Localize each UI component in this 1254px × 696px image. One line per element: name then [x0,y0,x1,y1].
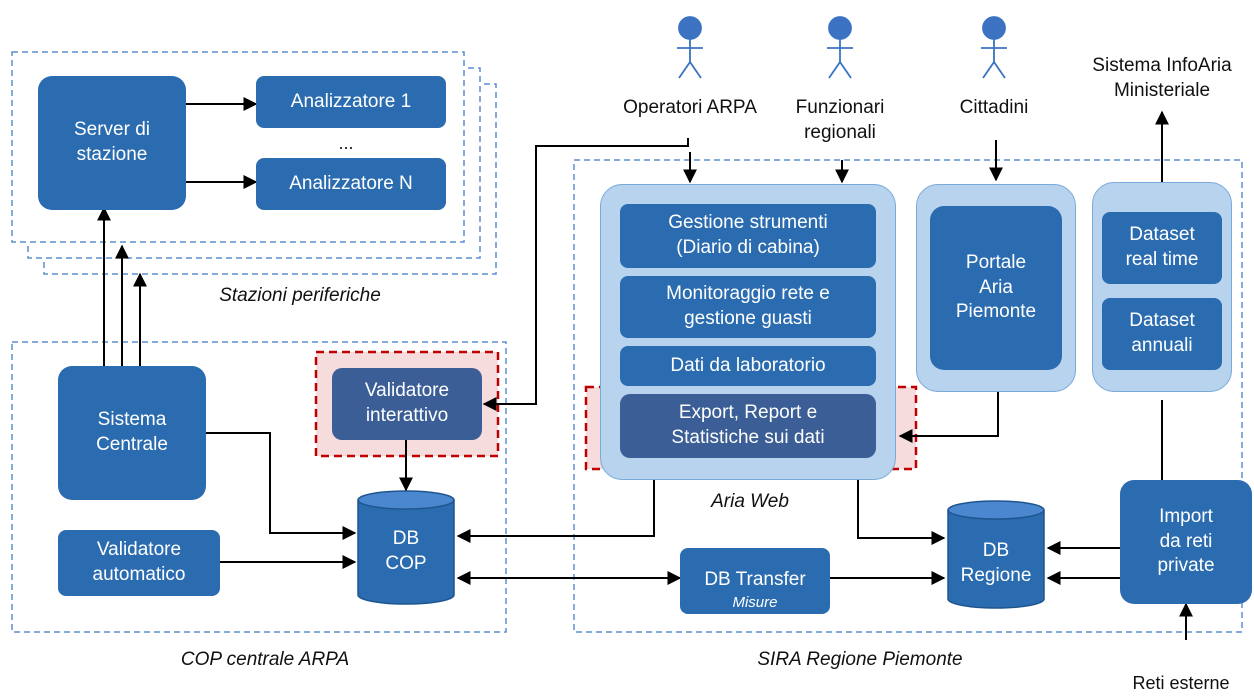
actor-citizens-label: Cittadini [959,97,1029,118]
sira-frame [573,159,1243,633]
connectors [97,97,1193,640]
import-box: Import da reti private [1120,480,1252,604]
actor-arpa-label: Operatori ARPA [623,97,757,118]
actor-officials-figure [827,16,853,79]
dataset-annual-box: Dataset annuali [1102,298,1222,370]
db-regione-cylinder [947,500,1045,609]
tools-management-box: Gestione strumenti (Diario di cabina) [620,204,876,268]
sira-caption: SIRA Regione Piemonte [757,649,963,670]
actor-officials-label: Funzionari regionali [795,97,885,143]
server-box: Server di stazione [38,76,186,210]
actor-citizens-figure [981,16,1007,79]
db-cylinders [357,490,1045,609]
db-cop-label: DB COP [385,528,427,574]
analyzer-1-box: Analizzatore 1 [256,76,446,128]
export-box: Export, Report e Statistiche sui dati [620,394,876,458]
portal-box: Portale Aria Piemonte [930,206,1062,370]
external-networks-label: Reti esterne [1132,673,1230,693]
arrow-ariaweb-to-dbcop [456,480,655,543]
analyzer-ellipsis: ... [338,133,354,153]
infoaria-label: Sistema InfoAria Ministeriale [1092,55,1232,101]
analyzer-n-box: Analizzatore N [256,158,446,210]
db-regione-label: DB Regione [960,540,1032,586]
automatic-validator-box: Validatore automatico [58,530,220,596]
interactive-validator-box: Validatore interattivo [332,368,482,440]
db-cop-cylinder [357,490,455,605]
aria-web-caption: Aria Web [711,491,789,512]
cop-frame [11,341,507,633]
arrow-central-to-dbcop [206,432,357,540]
stations-caption: Stazioni periferiche [219,285,381,306]
arrow-portal-to-export [898,392,999,443]
db-transfer-label: DB Transfer [704,568,806,590]
actor-arpa-figure [677,16,703,79]
arrow-operators-to-validator [482,138,689,411]
db-transfer-box: DB Transfer Misure [680,548,830,614]
actor-figures [677,16,1007,79]
monitoring-box: Monitoraggio rete e gestione guasti [620,276,876,338]
arrow-ariaweb-to-dbregione [857,480,946,545]
central-system-box: Sistema Centrale [58,366,206,500]
lab-data-box: Dati da laboratorio [620,346,876,386]
dataset-realtime-box: Dataset real time [1102,212,1222,284]
db-transfer-sublabel: Misure [732,593,778,611]
cop-caption: COP centrale ARPA [180,649,350,670]
